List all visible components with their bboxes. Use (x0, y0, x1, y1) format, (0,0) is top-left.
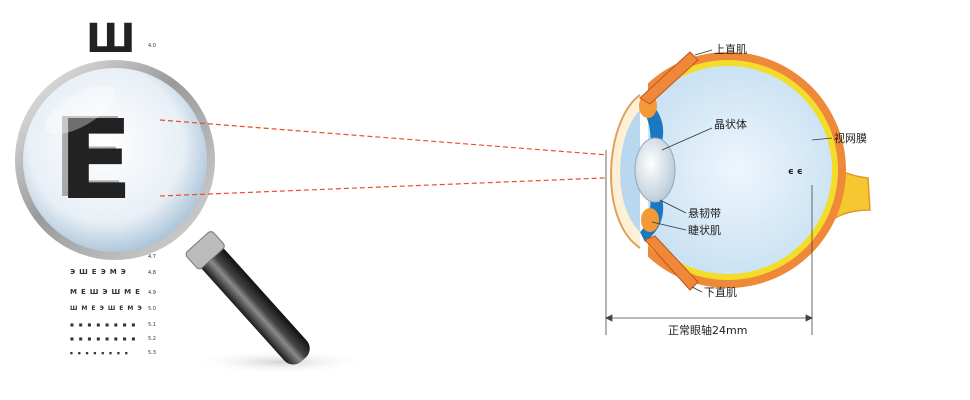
acuity-value: 5.1 (148, 322, 156, 328)
sight-lines (159, 119, 801, 197)
label-lens: 晶状体 (714, 117, 747, 131)
glass-lens (23, 68, 207, 252)
acuity-value: 5.0 (148, 306, 156, 312)
svg-text:■■■■■■■■: ■■■■■■■■ (70, 351, 133, 355)
axial-length-dimension (605, 150, 813, 335)
glass-shadow (190, 350, 370, 374)
chart-top-letter: Ш (86, 16, 135, 62)
ciliary-muscle-bottom (641, 208, 659, 232)
svg-text:ШМЕЭШЕМЭ: ШМЕЭШЕМЭ (70, 305, 146, 312)
retina-image: ϵ ϵ (788, 167, 803, 177)
label-zonules: 悬韧带 (688, 207, 721, 220)
label-retina: 视网膜 (834, 131, 867, 145)
vitreous (624, 66, 832, 274)
eye-lens (634, 137, 676, 203)
acuity-value: 5.3 (148, 350, 156, 356)
acuity-value: 4.7 (148, 254, 156, 260)
acuity-value: 4.8 (148, 270, 156, 276)
magnified-e-blur: E (52, 94, 127, 222)
acuity-value: 5.2 (148, 336, 156, 342)
label-inferior-rectus: 下直肌 (704, 285, 737, 299)
svg-text:МЕШЭШМЕ: МЕШЭШМЕ (70, 288, 144, 296)
aqueous-humor (620, 110, 640, 232)
inferior-rectus-muscle (644, 235, 699, 291)
svg-text:■■■■■■■■: ■■■■■■■■ (70, 322, 140, 327)
label-ciliary-muscle: 睫状肌 (688, 223, 721, 237)
glass-handle (185, 231, 310, 365)
label-axial-length: 正常眼轴24mm (668, 323, 747, 337)
chart-rows: ЭШЕЭМЭ МЕШЭШМЕ ШМЕЭШЕМЭ ■■■■■■■■ ■■■■■■■… (70, 268, 146, 355)
sight-line-bottom (159, 169, 801, 197)
svg-text:■■■■■■■■: ■■■■■■■■ (70, 336, 140, 341)
superior-rectus-muscle (639, 51, 699, 105)
svg-text:ЭШЕЭМЭ: ЭШЕЭМЭ (70, 268, 130, 276)
label-superior-rectus: 上直肌 (714, 42, 747, 56)
sight-line-top (159, 119, 801, 171)
eye-cross-section: ϵ ϵ (605, 51, 871, 291)
magnified-letter: E (58, 96, 133, 224)
acuity-value: 4.0 (148, 43, 156, 49)
anatomy-labels (651, 49, 833, 293)
acuity-value: 4.9 (148, 290, 156, 296)
magnifying-glass-icon: E E (15, 60, 370, 374)
eye-chart: Ш 4.0 ЭШЕЭМЭ МЕШЭШМЕ ШМЕЭШЕМЭ ■■■■■■■■ ■… (70, 16, 156, 356)
